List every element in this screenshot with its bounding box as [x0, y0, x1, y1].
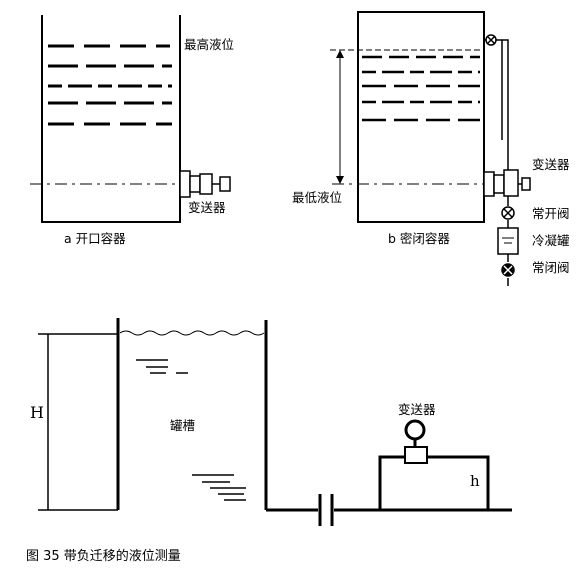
open-vessel-caption: a 开口容器 [64, 231, 126, 246]
negative-migration-transmitter [404, 419, 428, 464]
open-vessel-transmitter [179, 170, 231, 198]
top-valve [484, 34, 497, 46]
pipe-flange [318, 494, 334, 526]
closed-vessel-diagram: 变送器 最低液位 常开阀 冷凝罐 常闭阀 b 密闭容器 [292, 11, 570, 286]
normally-open-valve-icon [501, 206, 515, 220]
liquid-marks [136, 359, 246, 501]
open-vessel-level-lines [48, 44, 172, 126]
open-vessel-walls [41, 15, 181, 223]
closed-vessel-body [357, 11, 485, 223]
liquid-surface-wave [119, 330, 265, 336]
closed-vessel-transmitter-label: 变送器 [532, 157, 570, 172]
min-level-label: 最低液位 [292, 190, 342, 205]
normally-closed-valve-label: 常闭阀 [532, 260, 570, 275]
open-vessel-max-level-label: 最高液位 [184, 37, 234, 52]
transmitter-bridge-pipe [378, 455, 490, 510]
impulse-pipe [496, 39, 509, 172]
height-H-label: H [30, 403, 44, 422]
negative-migration-transmitter-label: 变送器 [398, 402, 436, 417]
negative-migration-diagram: H 罐槽 变送器 h [30, 318, 512, 526]
height-H-dimension [38, 333, 118, 511]
open-vessel-transmitter-label: 变送器 [188, 200, 226, 215]
open-vessel-diagram: 最高液位 变送器 a 开口容器 [30, 15, 234, 246]
normally-closed-valve-icon [501, 263, 515, 277]
height-h-label: h [470, 472, 480, 490]
condensate-tank-icon [497, 227, 519, 255]
closed-vessel-transmitter [483, 169, 531, 197]
closed-vessel-level-lines [362, 55, 480, 122]
condensate-tank-label: 冷凝罐 [532, 233, 570, 248]
tank-label: 罐槽 [170, 418, 195, 433]
closed-vessel-caption: b 密闭容器 [388, 231, 450, 246]
figure-caption: 图 35 带负迁移的液位测量 [26, 548, 181, 564]
level-range-dimension-arrow [336, 50, 344, 184]
normally-open-valve-label: 常开阀 [532, 206, 570, 221]
